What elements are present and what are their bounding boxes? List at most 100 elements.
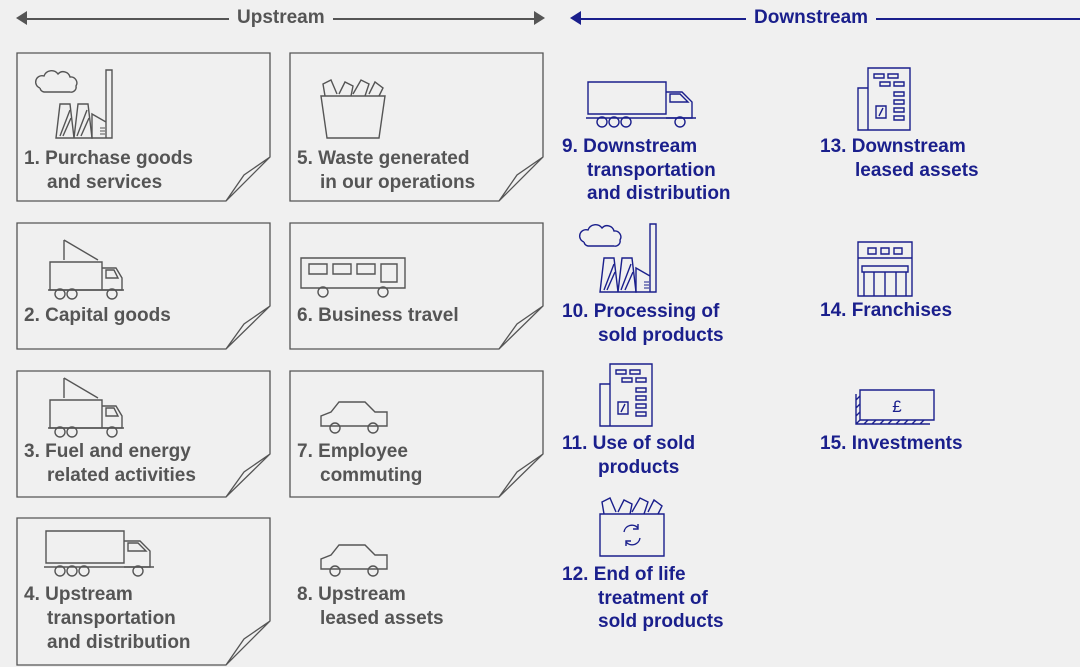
upstream-card-5: 5. Waste generated in our operations	[289, 52, 545, 202]
item-title-line1: Employee	[318, 441, 408, 462]
card-frame	[289, 222, 544, 350]
item-label: 13. Downstream leased assets	[820, 135, 979, 182]
card-frame	[16, 517, 271, 666]
item-label: 8. Upstream leased assets	[297, 583, 444, 631]
card-frame	[16, 52, 271, 202]
banknote-icon: £	[855, 389, 935, 425]
card-label: 3. Fuel and energy related activities	[24, 440, 196, 488]
item-title-line2: leased assets	[320, 608, 444, 629]
item-title-line2: transportation	[587, 159, 716, 181]
item-label: 14. Franchises	[820, 299, 952, 323]
upstream-card-7: 7. Employee commuting	[289, 370, 545, 498]
lorry-icon	[586, 81, 696, 128]
upstream-header: Upstream	[0, 0, 545, 36]
downstream-item-14: 14. Franchises	[820, 238, 1070, 328]
item-label: 9. Downstream transportation and distrib…	[562, 135, 731, 206]
lorry-icon	[44, 530, 154, 577]
item-title-line1: Fuel and energy	[45, 441, 191, 462]
card-frame	[289, 52, 544, 202]
card-label: 5. Waste generated in our operations	[297, 147, 475, 195]
item-label: 10. Processing of sold products	[562, 300, 724, 347]
downstream-item-11: 11. Use of sold products	[562, 362, 802, 482]
building-icon	[857, 67, 911, 131]
item-title-line2: transportation	[47, 608, 176, 629]
item-number: 5.	[297, 148, 313, 169]
item-title-line1: Purchase goods	[45, 148, 193, 169]
upstream-label: Upstream	[229, 7, 333, 29]
card-label: 2. Capital goods	[24, 304, 171, 328]
item-title-line1: End of life	[593, 564, 686, 585]
card-label: 1. Purchase goods and services	[24, 147, 193, 195]
tanker-icon	[48, 377, 124, 438]
card-label: 7. Employee commuting	[297, 440, 422, 488]
card-frame	[16, 222, 271, 350]
item-title-line2: in our operations	[320, 172, 476, 193]
item-number: 15.	[820, 433, 847, 454]
left-arrow-icon	[16, 11, 27, 25]
item-title-line1: Downstream	[851, 136, 966, 157]
item-title-line1: Franchises	[851, 300, 953, 321]
card-label: 4. Upstream transportation and distribut…	[24, 583, 191, 655]
item-title-line2: commuting	[320, 465, 423, 486]
item-number: 12.	[562, 564, 589, 585]
car-icon	[320, 401, 388, 434]
item-number: 8.	[297, 584, 313, 605]
item-number: 1.	[24, 148, 40, 169]
downstream-item-10: 10. Processing of sold products	[562, 220, 802, 350]
item-number: 3.	[24, 441, 40, 462]
item-number: 7.	[297, 441, 313, 462]
card-frame	[289, 370, 544, 498]
item-number: 9.	[562, 136, 578, 157]
item-title-line1: Upstream	[318, 584, 406, 605]
upstream-card-6: 6. Business travel	[289, 222, 545, 350]
upstream-card-4: 4. Upstream transportation and distribut…	[16, 517, 272, 667]
item-title-line1: Upstream	[45, 584, 133, 605]
upstream-item-8: 8. Upstream leased assets	[289, 517, 545, 647]
card-frame	[16, 370, 271, 498]
pound-symbol: £	[892, 397, 902, 416]
item-title-line1: Use of sold	[592, 433, 696, 454]
item-title-line2: products	[598, 456, 680, 478]
item-title-line1: Waste generated	[318, 148, 470, 169]
item-number: 13.	[820, 136, 847, 157]
waste-bin-icon	[320, 79, 386, 139]
item-title-line1: Business travel	[318, 305, 459, 326]
shop-icon	[857, 241, 913, 297]
upstream-card-1: 1. Purchase goods and services	[16, 52, 272, 202]
item-title-line2: related activities	[47, 465, 196, 486]
item-number: 10.	[562, 301, 589, 322]
item-title-line3: and distribution	[47, 632, 191, 653]
building-icon	[599, 363, 653, 427]
upstream-card-3: 3. Fuel and energy related activities	[16, 370, 272, 498]
item-title-line2: sold products	[598, 324, 724, 346]
downstream-header: Downstream	[560, 0, 1080, 36]
card-label: 6. Business travel	[297, 304, 459, 328]
downstream-item-15: £ 15. Investments	[820, 386, 1070, 466]
item-label: 11. Use of sold products	[562, 432, 695, 479]
item-title-line1: Capital goods	[45, 305, 171, 326]
item-title-line2: leased assets	[855, 159, 979, 181]
downstream-item-13: 13. Downstream leased assets	[820, 66, 1070, 186]
factory-icon	[578, 223, 657, 293]
item-title-line2: and services	[47, 172, 163, 193]
car-icon	[320, 544, 388, 577]
truck-icon	[48, 239, 124, 300]
item-title-line1: Processing of	[593, 301, 720, 322]
downstream-label: Downstream	[746, 7, 877, 29]
downstream-item-12: 12. End of life treatment of sold produc…	[562, 496, 802, 646]
item-title-line3: sold products	[598, 611, 724, 632]
item-title-line1: Investments	[851, 433, 963, 454]
item-label: 12. End of life treatment of sold produc…	[562, 563, 724, 634]
item-number: 11.	[562, 433, 588, 454]
left-arrow-icon	[570, 11, 581, 25]
item-title-line3: and distribution	[587, 183, 731, 204]
upstream-card-2: 2. Capital goods	[16, 222, 272, 350]
right-arrow-icon	[534, 11, 545, 25]
factory-icon	[34, 69, 113, 139]
item-label: 15. Investments	[820, 432, 963, 456]
item-number: 4.	[24, 584, 40, 605]
item-title-line2: treatment of	[598, 587, 708, 609]
item-number: 14.	[820, 300, 847, 321]
item-number: 2.	[24, 305, 40, 326]
recycle-bin-icon	[599, 497, 665, 557]
